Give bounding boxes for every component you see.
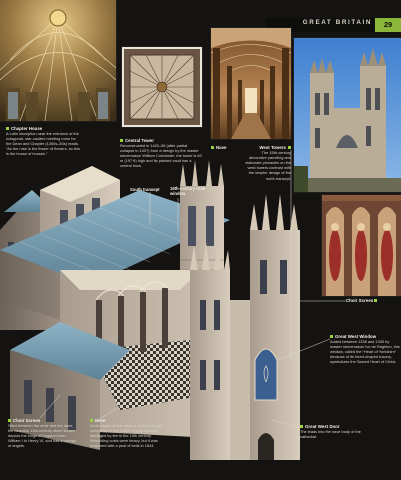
rose-window-label: 16th-century rose window xyxy=(170,186,206,196)
chapter-house-photo xyxy=(0,0,116,121)
west-towers-body: The 15th-century decorative panelling an… xyxy=(245,150,291,181)
choir-screen-statues-image xyxy=(322,195,401,296)
central-tower-title: Central Tower xyxy=(125,138,154,143)
caption-bullet-icon xyxy=(90,418,93,422)
choir-screen-photo xyxy=(322,195,401,296)
caption-bullet-icon xyxy=(120,138,123,142)
caption-bullet-icon xyxy=(374,298,378,302)
chapter-house-caption: Chapter House A Latin inscription near t… xyxy=(6,126,82,157)
chapter-house-vault-image xyxy=(0,0,116,121)
great-west-door-caption: Great West Door The leads into the nave … xyxy=(300,424,372,439)
page-number-badge: 29 xyxy=(375,18,401,32)
great-west-door-title: Great West Door xyxy=(305,424,340,429)
section-title: GREAT BRITAIN xyxy=(302,19,372,26)
great-west-door-body: The leads into the nave body of the cath… xyxy=(300,429,361,440)
cathedral-cutaway-illustration xyxy=(0,160,322,480)
nave-title: Nave xyxy=(216,145,227,150)
south-transept-label: South transept xyxy=(130,187,160,192)
chapter-house-title: Chapter House xyxy=(11,126,43,131)
choir-screen-lower-body: Sited between the choir and the nave, th… xyxy=(8,423,77,449)
caption-bullet-icon xyxy=(6,126,9,130)
nave-lower-caption: Nave Work began on the nave in 1291 and … xyxy=(90,418,170,449)
west-towers-title: West Towers xyxy=(259,145,286,150)
central-tower-photo xyxy=(122,47,202,127)
nave-photo xyxy=(211,28,291,139)
great-west-window-body: Added between 1338 and 1339 by master st… xyxy=(330,339,400,365)
central-tower-vault-image xyxy=(124,49,200,125)
nave-lower-body: Work began on the nave in 1291 and was c… xyxy=(90,423,162,449)
west-towers-photo xyxy=(294,38,401,192)
choir-screen-lower-caption: Choir Screen Sited between the choir and… xyxy=(8,418,78,449)
central-tower-body: Reconstructed in 1420–65 (after partial … xyxy=(120,143,202,169)
great-west-window-title: Great West Window xyxy=(335,334,377,339)
nave-interior-image xyxy=(211,28,291,139)
caption-bullet-icon xyxy=(288,145,291,149)
choir-screen-lower-title: Choir Screen xyxy=(13,418,41,423)
great-west-window-caption: Great West Window Added between 1338 and… xyxy=(330,334,400,365)
chapter-house-body: A Latin inscription near the entrance of… xyxy=(6,131,80,157)
choir-screen-title: Choir Screen xyxy=(346,298,374,303)
header-band xyxy=(266,18,401,32)
nave-caption: Nave xyxy=(211,145,241,150)
caption-bullet-icon xyxy=(211,145,214,149)
caption-bullet-icon xyxy=(8,418,11,422)
caption-bullet-icon xyxy=(330,334,333,338)
nave-lower-title: Nave xyxy=(95,418,106,423)
caption-bullet-icon xyxy=(300,424,303,428)
west-towers-caption: West Towers The 15th-century decorative … xyxy=(243,145,291,181)
central-tower-caption: Central Tower Reconstructed in 1420–65 (… xyxy=(120,138,202,169)
west-towers-exterior-image xyxy=(294,38,401,192)
choir-screen-caption: Choir Screen xyxy=(346,298,401,303)
